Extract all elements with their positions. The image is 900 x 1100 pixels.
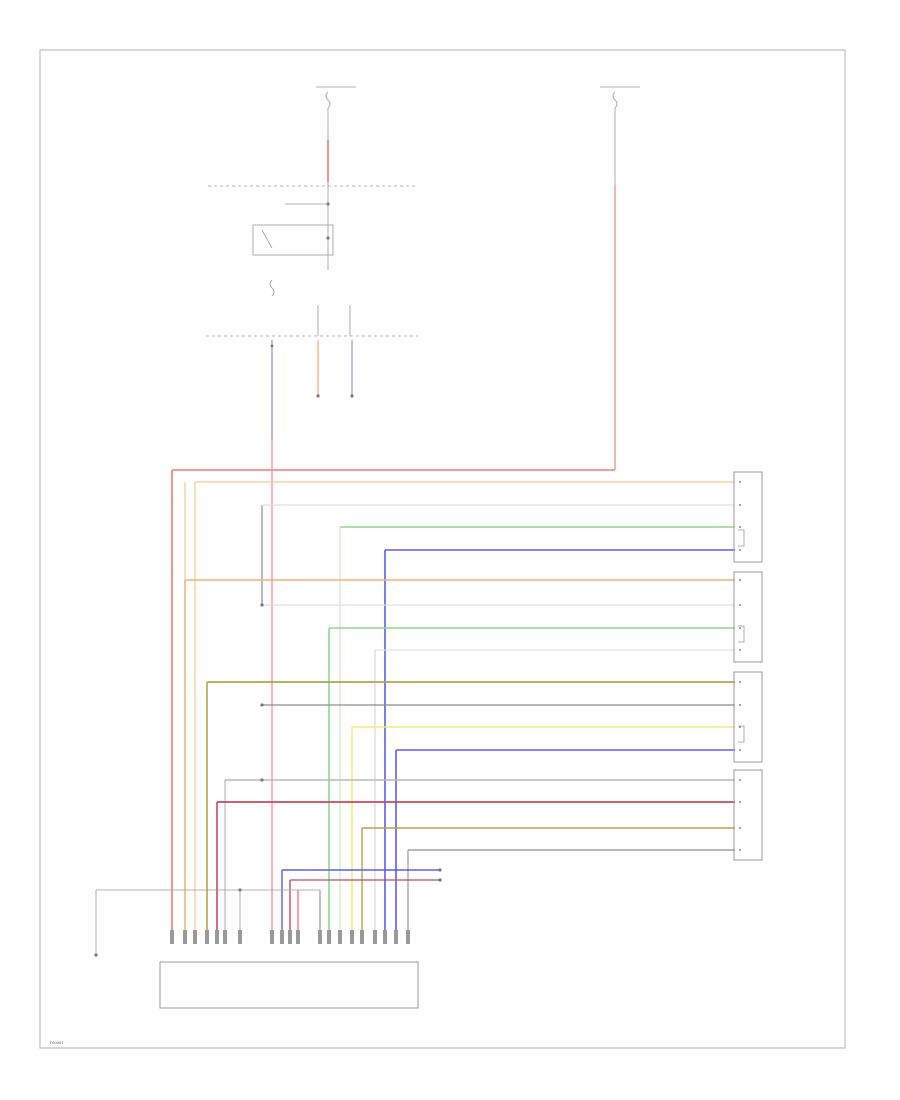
terminal-marks	[739, 481, 741, 851]
splice-dots	[260, 603, 264, 782]
fuse-block-right	[600, 86, 640, 185]
control-unit-box	[159, 961, 419, 1009]
fuse-middle	[269, 279, 275, 297]
connector-block-3	[733, 671, 763, 763]
connector-3-wires	[207, 681, 735, 751]
connector-1-wires	[195, 481, 735, 551]
diagram-frame	[39, 49, 846, 1049]
fuse-block-left	[316, 86, 356, 140]
lower-bus	[94, 868, 442, 957]
connector-block-1	[733, 471, 763, 563]
connector-4-wires	[217, 779, 735, 851]
connector-2-wires	[185, 579, 735, 651]
trunk-wires	[171, 440, 409, 930]
control-unit-pins	[170, 930, 410, 944]
connector-block-2	[733, 571, 763, 663]
figure-id: F00001	[50, 1041, 64, 1045]
switch-box	[252, 202, 334, 256]
connector-block-4	[733, 769, 763, 861]
